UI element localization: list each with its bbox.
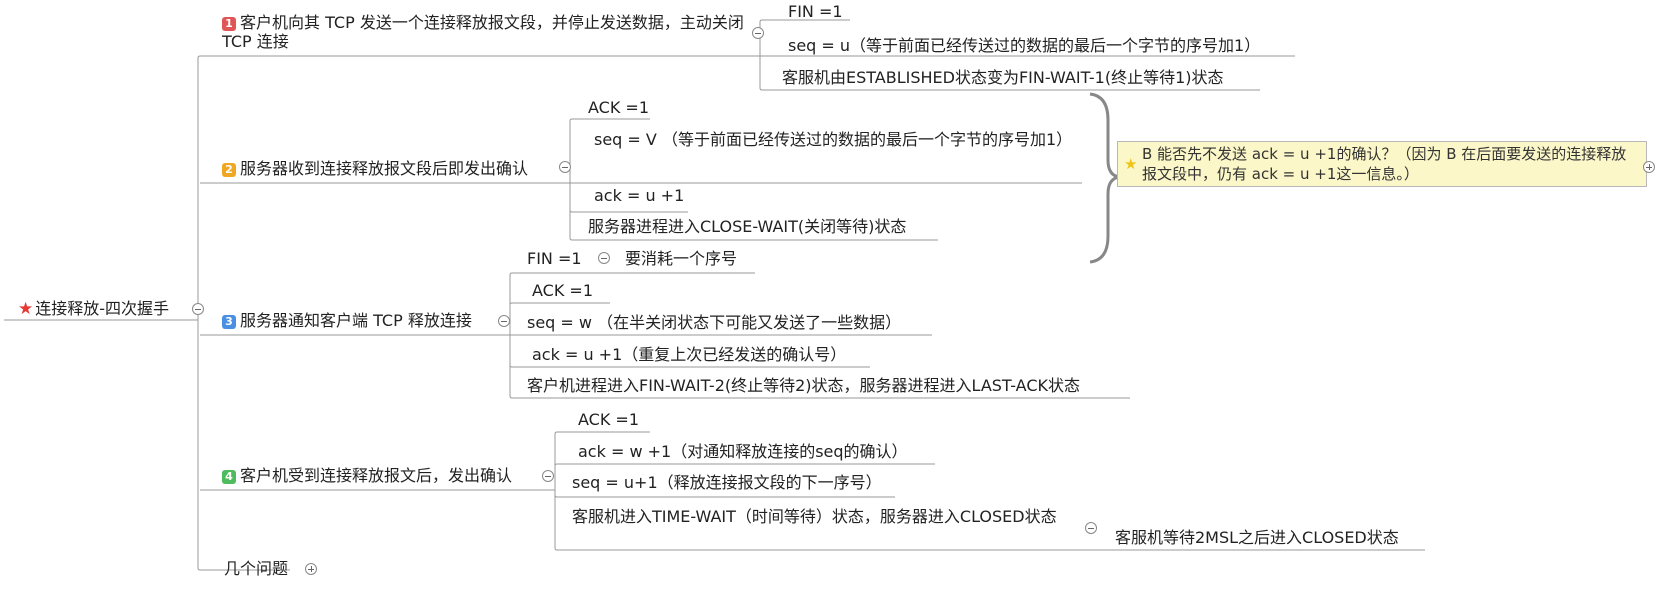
branch-4[interactable]: 4 客户机受到连接释放报文后，发出确认 bbox=[222, 466, 512, 485]
summary-note-text: B 能否先不发送 ack = u +1的确认？（因为 B 在后面要发送的连接释放… bbox=[1142, 145, 1627, 183]
branch-2-item: seq = V （等于前面已经传送过的数据的最后一个字节的序号加1） bbox=[594, 130, 1073, 149]
branch-3-fin-collapse-toggle[interactable] bbox=[598, 252, 610, 264]
root-collapse-toggle[interactable] bbox=[192, 303, 204, 315]
branch-3-item: 客户机进程进入FIN-WAIT-2(终止等待2)状态，服务器进程进入LAST-A… bbox=[527, 376, 1080, 395]
branch-2-item: 服务器进程进入CLOSE-WAIT(关闭等待)状态 bbox=[588, 217, 907, 236]
branch-3[interactable]: 3 服务器通知客户端 TCP 释放连接 bbox=[222, 311, 472, 330]
branch-4-item: seq = u+1（释放连接报文段的下一序号） bbox=[572, 473, 882, 492]
priority-2-icon: 2 bbox=[222, 163, 236, 177]
branch-4-label: 客户机受到连接释放报文后，发出确认 bbox=[240, 466, 513, 485]
branch-2-item: ACK =1 bbox=[588, 98, 649, 117]
branch-3-collapse-toggle[interactable] bbox=[498, 315, 510, 327]
branch-2-label: 服务器收到连接释放报文段后即发出确认 bbox=[240, 159, 529, 178]
branch-1-collapse-toggle[interactable] bbox=[752, 27, 764, 39]
branch-4-item: ACK =1 bbox=[578, 410, 639, 429]
branch-4-sub-item: 客服机等待2MSL之后进入CLOSED状态 bbox=[1115, 528, 1399, 547]
branch-3-item: seq = w （在半关闭状态下可能又发送了一些数据） bbox=[527, 313, 902, 332]
star-icon: ★ bbox=[18, 299, 34, 319]
branch-1-item: 客服机由ESTABLISHED状态变为FIN-WAIT-1(终止等待1)状态 bbox=[782, 68, 1224, 87]
branch-3-item: FIN =1 bbox=[527, 249, 582, 268]
branch-1-item: FIN =1 bbox=[788, 2, 843, 21]
branch-3-item: ack = u +1（重复上次已经发送的确认号） bbox=[532, 345, 847, 364]
summary-note[interactable]: ★B 能否先不发送 ack = u +1的确认？（因为 B 在后面要发送的连接释… bbox=[1117, 141, 1647, 187]
priority-1-icon: 1 bbox=[222, 17, 236, 31]
branch-5-label: 几个问题 bbox=[224, 559, 289, 578]
root-node[interactable]: ★连接释放-四次握手 bbox=[18, 299, 169, 319]
branch-5-expand-toggle[interactable] bbox=[305, 563, 317, 575]
branch-2[interactable]: 2 服务器收到连接释放报文段后即发出确认 bbox=[222, 159, 528, 178]
branch-4-item: ack = w +1（对通知释放连接的seq的确认） bbox=[578, 442, 908, 461]
branch-2-collapse-toggle[interactable] bbox=[559, 161, 571, 173]
branch-2-item: ack = u +1 bbox=[594, 186, 685, 205]
root-label: 连接释放-四次握手 bbox=[35, 299, 170, 318]
star-icon: ★ bbox=[1124, 155, 1138, 173]
branch-3-sub-item: 要消耗一个序号 bbox=[625, 249, 738, 268]
branch-1-item: seq = u（等于前面已经传送过的数据的最后一个字节的序号加1） bbox=[788, 36, 1261, 55]
priority-3-icon: 3 bbox=[222, 315, 236, 329]
branch-4-item: 客服机进入TIME-WAIT（时间等待）状态，服务器进入CLOSED状态 bbox=[572, 507, 1057, 526]
branch-3-item: ACK =1 bbox=[532, 281, 593, 300]
branch-1-label: 客户机向其 TCP 发送一个连接释放报文段，并停止发送数据，主动关闭 TCP 连… bbox=[222, 13, 744, 51]
branch-5[interactable]: 几个问题 bbox=[224, 559, 288, 578]
branch-3-label: 服务器通知客户端 TCP 释放连接 bbox=[240, 311, 472, 330]
priority-4-icon: 4 bbox=[222, 470, 236, 484]
branch-4-timewait-collapse-toggle[interactable] bbox=[1085, 522, 1097, 534]
note-expand-toggle[interactable] bbox=[1643, 161, 1655, 173]
branch-4-collapse-toggle[interactable] bbox=[542, 470, 554, 482]
